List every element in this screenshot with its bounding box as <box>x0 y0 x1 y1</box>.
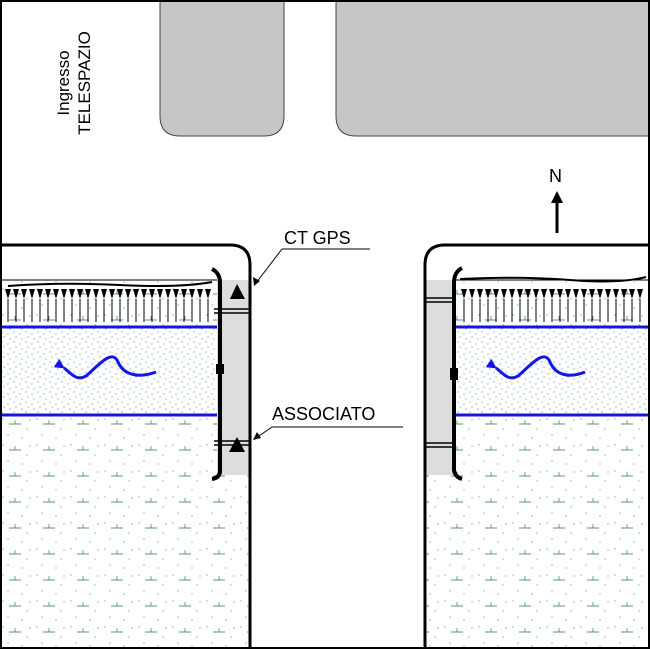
hedge-symbol <box>549 289 555 299</box>
hedge-symbol <box>613 289 619 299</box>
ct-gps-leader <box>255 248 283 284</box>
hedge-symbol <box>485 289 491 299</box>
associato-label: ASSOCIATO <box>272 404 376 424</box>
right-block <box>423 243 650 649</box>
hedge-symbol <box>77 289 83 299</box>
hedge-symbol <box>53 289 59 299</box>
hedge-symbol <box>477 289 483 299</box>
hedge-symbol <box>629 289 635 299</box>
hedge-symbol <box>493 289 499 299</box>
north-arrow-icon <box>551 191 563 233</box>
hedge-symbol <box>181 289 187 299</box>
hedge-symbol <box>165 289 171 299</box>
hedge-symbol <box>541 289 547 299</box>
hedge-symbol <box>85 289 91 299</box>
hedge-symbol <box>117 289 123 299</box>
hedge-symbol <box>461 289 467 299</box>
right-flow-arrow <box>485 355 586 380</box>
right-block-outline <box>423 243 650 649</box>
hedge-symbol <box>101 289 107 299</box>
hedge-symbol <box>5 289 11 299</box>
hedge-symbol <box>189 289 195 299</box>
hedge-symbol <box>573 289 579 299</box>
left-channel <box>0 327 217 415</box>
hedge-symbol <box>589 289 595 299</box>
hedge-symbol <box>93 289 99 299</box>
ct-gps-marker <box>230 284 245 299</box>
hedge-symbol <box>157 289 163 299</box>
hedge-symbol <box>45 289 51 299</box>
north-label: N <box>549 166 562 186</box>
left-block <box>0 243 252 649</box>
hedge-symbol <box>581 289 587 299</box>
associato-marker <box>229 437 245 452</box>
hedge-symbol <box>61 289 67 299</box>
hedge-symbol <box>533 289 539 299</box>
left-flow-arrow <box>53 355 157 380</box>
right-hedge <box>461 289 643 322</box>
hedge-symbol <box>605 289 611 299</box>
hedge-symbol <box>517 289 523 299</box>
hedge-symbol <box>133 289 139 299</box>
hedge-symbol <box>21 289 27 299</box>
hedge-symbol <box>509 289 515 299</box>
hedge-symbol <box>149 289 155 299</box>
ct-gps-label: CT GPS <box>284 228 351 248</box>
building-right <box>335 0 650 137</box>
hedge-symbol <box>197 289 203 299</box>
right-hedge-top <box>459 276 647 283</box>
building-left <box>159 0 285 137</box>
hedge-symbol <box>125 289 131 299</box>
hedge-symbol <box>469 289 475 299</box>
hedge-symbol <box>13 289 19 299</box>
hedge-symbol <box>109 289 115 299</box>
left-hedge-top <box>7 281 213 287</box>
entrance-label: Ingresso TELESPAZIO <box>53 8 95 158</box>
entrance-label-line2: TELESPAZIO <box>75 31 94 135</box>
hedge-symbol <box>141 289 147 299</box>
right-channel <box>455 327 650 415</box>
left-block-outline <box>0 243 252 649</box>
hedge-symbol <box>597 289 603 299</box>
hedge-symbol <box>565 289 571 299</box>
left-fence <box>211 267 222 481</box>
hedge-symbol <box>501 289 507 299</box>
hedge-symbol <box>37 289 43 299</box>
hedge-symbol <box>637 289 643 299</box>
hedge-symbol <box>557 289 563 299</box>
hedge-symbol <box>173 289 179 299</box>
hedge-symbol <box>525 289 531 299</box>
left-hedge <box>5 289 211 322</box>
hedge-symbol <box>205 289 211 299</box>
entrance-label-line1: Ingresso <box>54 50 73 116</box>
hedge-symbol <box>29 289 35 299</box>
hedge-symbol <box>69 289 75 299</box>
hedge-symbol <box>621 289 627 299</box>
